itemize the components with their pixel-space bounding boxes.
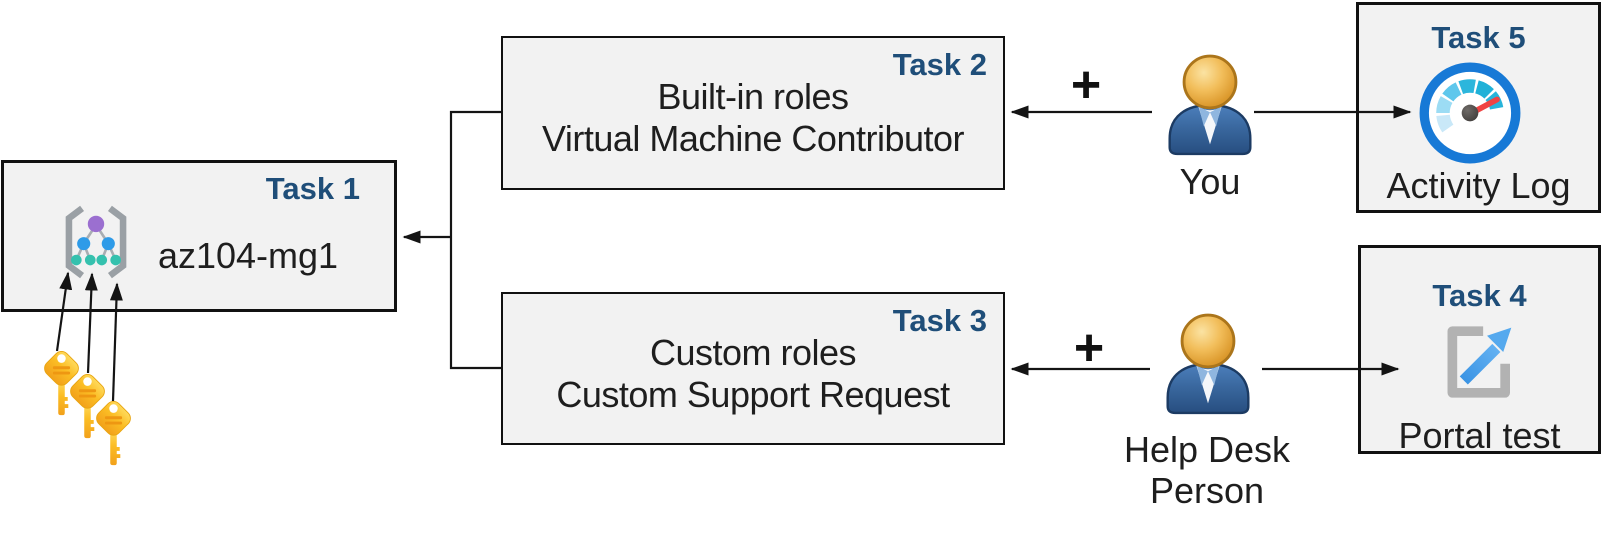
task2-line2: Virtual Machine Contributor [541, 118, 965, 159]
elbow-connector [449, 110, 501, 370]
task2-box: Task 2 Built-in roles Virtual Machine Co… [501, 36, 1005, 190]
task3-box: Task 3 Custom roles Custom Support Reque… [501, 292, 1005, 445]
task3-text: Custom roles Custom Support Request [503, 332, 1003, 416]
task1-label: az104-mg1 [157, 235, 339, 276]
task3-line2: Custom Support Request [556, 374, 950, 415]
task1-title: Task 1 [265, 171, 360, 206]
task4-title: Task 4 [1432, 278, 1527, 313]
activity-log-gauge-icon [1418, 61, 1522, 165]
helpdesk-label: Help Desk Person [1097, 429, 1317, 511]
key-icon-3 [91, 399, 136, 472]
helpdesk-label-line1: Help Desk [1123, 429, 1291, 470]
task4-box: Task 4 Portal test [1358, 245, 1601, 456]
task3-title: Task 3 [892, 303, 987, 338]
task5-label: Activity Log [1386, 165, 1571, 206]
task2-line1: Built-in roles [657, 76, 849, 117]
task2-title: Task 2 [892, 47, 987, 82]
portal-external-link-icon [1433, 318, 1521, 406]
task3-line1: Custom roles [649, 332, 857, 373]
you-label: You [1179, 161, 1241, 202]
helpdesk-label-line2: Person [1149, 470, 1265, 511]
plus-operator-top: + [1070, 56, 1102, 114]
you-person-icon [1162, 54, 1258, 156]
helpdesk-person-icon [1160, 313, 1256, 415]
management-group-icon [55, 198, 137, 286]
task4-label: Portal test [1398, 415, 1561, 456]
task2-text: Built-in roles Virtual Machine Contribut… [503, 76, 1003, 160]
task5-title: Task 5 [1431, 20, 1526, 55]
plus-operator-bottom: + [1073, 319, 1105, 377]
